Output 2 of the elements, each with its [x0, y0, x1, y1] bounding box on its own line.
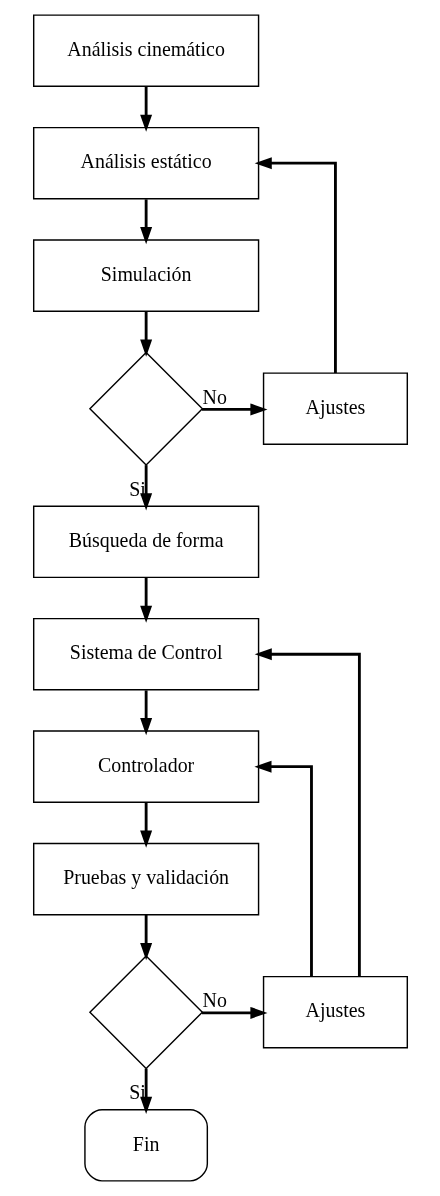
- edge-label: No: [202, 386, 227, 409]
- edge-label: No: [202, 989, 227, 1012]
